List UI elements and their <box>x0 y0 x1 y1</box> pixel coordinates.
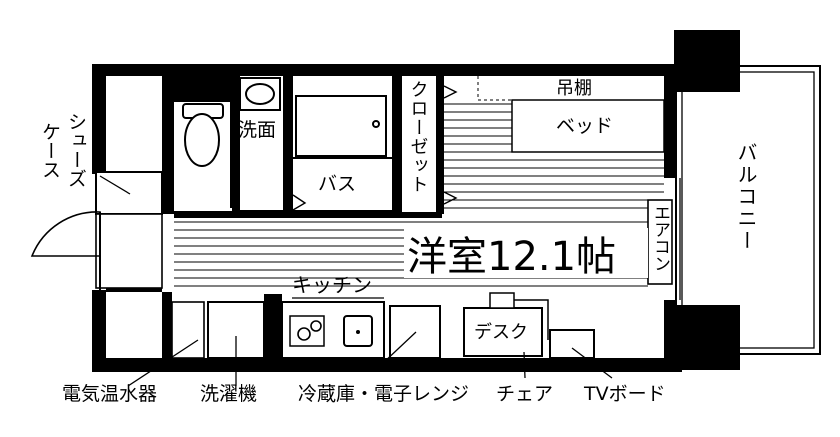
balcony-label: バルコニー <box>734 142 758 252</box>
washbasin-icon <box>239 77 281 111</box>
interior-walls <box>162 64 444 372</box>
shoe-case-label-left: ケース <box>39 122 61 179</box>
washroom-label: 洗面 <box>238 119 276 141</box>
bath-label: バス <box>318 173 356 195</box>
main-room-label: 洋室12.1帖 <box>407 234 616 280</box>
shoe-case-label-right: シューズ <box>65 112 87 188</box>
toilet-icon <box>182 103 224 167</box>
fridge-microwave-label: 冷蔵庫・電子レンジ <box>298 383 469 405</box>
bed-label: ベッド <box>556 115 613 137</box>
outer-wall-right-bottom-block <box>674 305 740 370</box>
chair-label: チェア <box>496 383 553 405</box>
tv-board-label: TVボード <box>583 383 666 405</box>
water-heater-block <box>674 30 740 92</box>
desk <box>463 292 549 357</box>
bed <box>477 76 665 153</box>
washing-machine-label: 洗濯機 <box>200 383 257 405</box>
closet-label: クローゼット <box>408 80 429 194</box>
kitchen-counter <box>281 301 385 359</box>
bath-room <box>289 90 392 212</box>
air-conditioner-label: エアコン <box>650 204 670 272</box>
kitchen-label: キッチン <box>292 273 372 297</box>
washing-machine <box>171 301 265 359</box>
closet <box>402 76 458 212</box>
tv-board <box>549 329 595 359</box>
upper-shelf-label: 吊棚 <box>556 78 592 99</box>
desk-label: デスク <box>474 322 528 343</box>
entrance-door <box>30 211 163 290</box>
water-heater-label: 電気温水器 <box>62 383 157 405</box>
leader-lines <box>127 331 613 387</box>
